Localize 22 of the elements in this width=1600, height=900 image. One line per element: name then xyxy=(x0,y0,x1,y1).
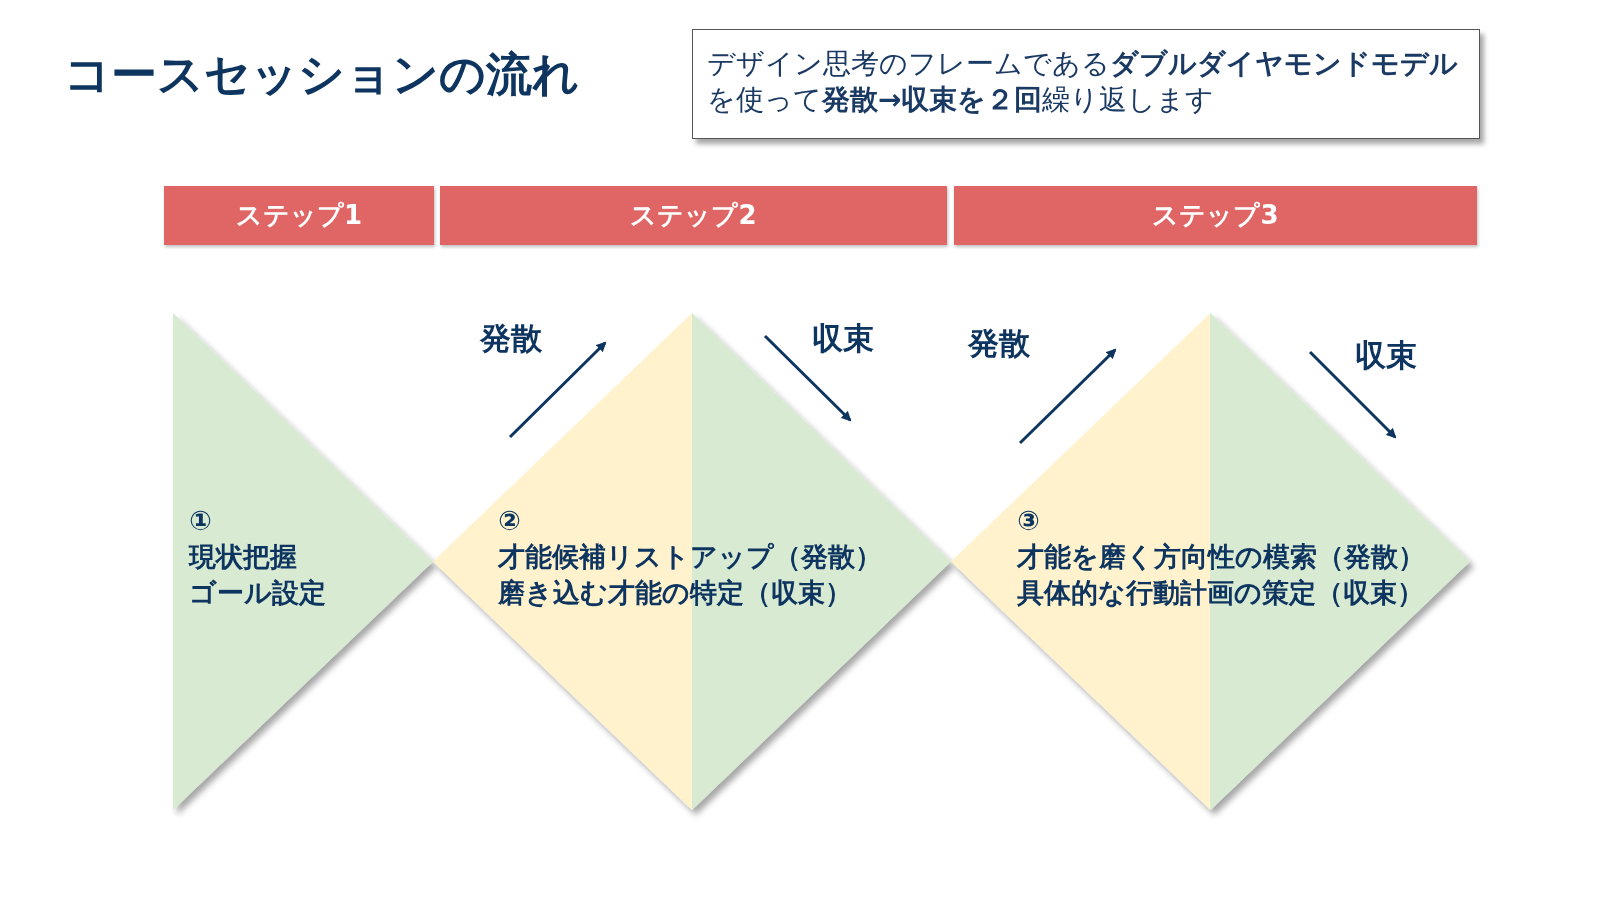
diamond-shape xyxy=(433,313,951,810)
step-text: 才能候補リストアップ（発散） xyxy=(498,540,882,574)
title: コースセッションの流れ xyxy=(64,46,579,103)
step-text: 具体的な行動計画の策定（収束） xyxy=(1017,576,1425,610)
phase-label: 発散 xyxy=(968,324,1030,363)
step-text: 才能を磨く方向性の模索（発散） xyxy=(1017,540,1425,574)
step-text: 磨き込む才能の特定（収束） xyxy=(498,576,853,610)
step-band: ステップ2 xyxy=(440,186,947,245)
step-number: ② xyxy=(498,504,522,538)
diamond-shape xyxy=(951,313,1470,810)
step-band: ステップ1 xyxy=(164,186,434,245)
triangle-shape xyxy=(173,313,433,810)
step-band: ステップ3 xyxy=(954,186,1477,245)
step-number: ③ xyxy=(1017,504,1041,538)
note-box xyxy=(692,29,1480,139)
note-text: デザイン思考のフレームであるダブルダイヤモンドモデルを使って発散→収束を２回繰り返します xyxy=(707,46,1459,118)
phase-label: 発散 xyxy=(480,319,542,358)
step-text: 現状把握 xyxy=(189,540,298,574)
step-text: ゴール設定 xyxy=(189,576,326,610)
phase-label: 収束 xyxy=(812,319,874,358)
phase-label: 収束 xyxy=(1355,336,1417,375)
step-number: ① xyxy=(189,504,213,538)
